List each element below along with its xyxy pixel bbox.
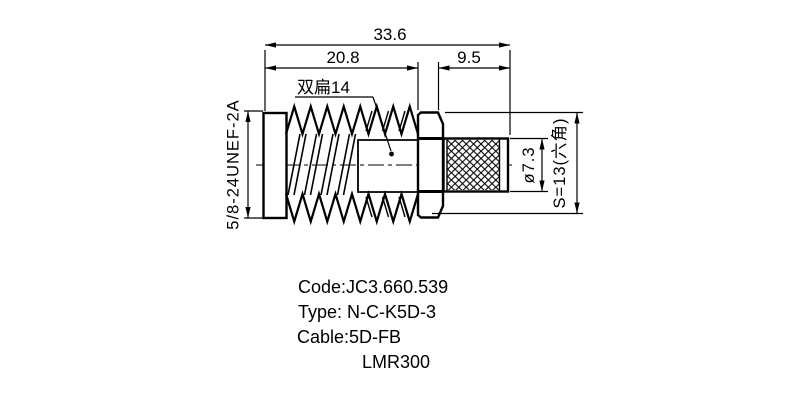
thread-crest-top — [284, 102, 420, 138]
note-type: Type: N-C-K5D-3 — [298, 302, 436, 322]
leader-dot — [389, 151, 394, 157]
flange — [262, 111, 288, 220]
thread-spec-label: 5/8-24UNEF-2A — [225, 99, 243, 229]
hex-outline — [416, 111, 445, 219]
hex-size-label: S=13(六角) — [550, 118, 569, 209]
note-cable: Cable:5D-FB — [297, 327, 401, 347]
dimension-barrel-diameter: ø7.3 — [510, 137, 548, 193]
dim-label-total-length: 33.6 — [373, 25, 406, 44]
dimension-total-length: 33.6 — [264, 25, 511, 135]
knurled-barrel — [442, 137, 510, 193]
note-code: Code:JC3.660.539 — [298, 277, 448, 297]
leader-line — [372, 96, 392, 152]
hex-nut — [416, 111, 445, 219]
double-flat-callout: 双扁14 — [295, 78, 394, 157]
note-cable-alt: LMR300 — [362, 352, 430, 372]
notes-block: Code:JC3.660.539 Type: N-C-K5D-3 Cable:5… — [297, 277, 448, 372]
double-flat-window — [357, 139, 418, 193]
thread-helix-lines — [287, 133, 357, 196]
dimension-barrel-length: 9.5 — [437, 48, 510, 110]
knurl-texture — [447, 140, 500, 190]
dimension-hex-size: S=13(六角) — [432, 111, 583, 215]
dim-label-barrel-length: 9.5 — [457, 48, 481, 67]
barrel-diameter-label: ø7.3 — [520, 146, 538, 183]
double-flat-label: 双扁14 — [297, 78, 350, 97]
dim-label-thread-length: 20.8 — [326, 48, 359, 67]
dimension-thread-length: 20.8 — [265, 48, 419, 110]
connector-body — [262, 102, 420, 226]
dimension-thread-spec: 5/8-24UNEF-2A — [225, 99, 263, 230]
thread-crest-bottom — [284, 190, 420, 226]
